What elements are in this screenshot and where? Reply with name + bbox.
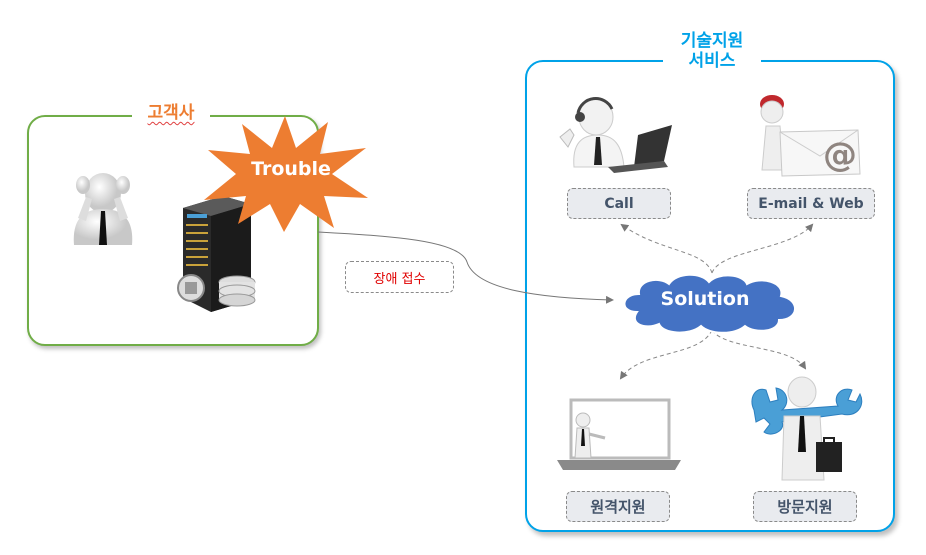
solution-label: Solution (660, 288, 750, 310)
customer-title: 고객사 (132, 103, 210, 124)
connector-to-call (620, 223, 713, 274)
remote-support-icon (557, 398, 681, 470)
call-agent-icon (559, 97, 672, 173)
channel-email-web: E-mail & Web (747, 188, 875, 219)
svg-text:@: @ (823, 135, 857, 175)
onsite-support-icon (751, 376, 863, 481)
incident-receipt-label: 장애 접수 (345, 261, 454, 293)
trouble-label: Trouble (251, 158, 331, 180)
connector-to-visit (711, 329, 807, 370)
support-title-line2: 서비스 (688, 50, 736, 71)
solution-cloud-icon (623, 273, 796, 334)
stressed-person-icon (73, 173, 133, 245)
connector-to-remote (619, 329, 713, 380)
channel-call: Call (567, 188, 671, 219)
server-database-icon (177, 196, 256, 312)
email-web-icon: @ (760, 95, 861, 177)
connector-to-email (711, 223, 814, 274)
incident-flow-connector (317, 231, 614, 304)
support-title-line1: 기술지원 (680, 31, 744, 51)
trouble-burst-icon (204, 116, 368, 232)
channel-remote-support: 원격지원 (566, 491, 670, 522)
channel-onsite-support: 방문지원 (753, 491, 857, 522)
support-title: 기술지원 서비스 (663, 31, 761, 72)
